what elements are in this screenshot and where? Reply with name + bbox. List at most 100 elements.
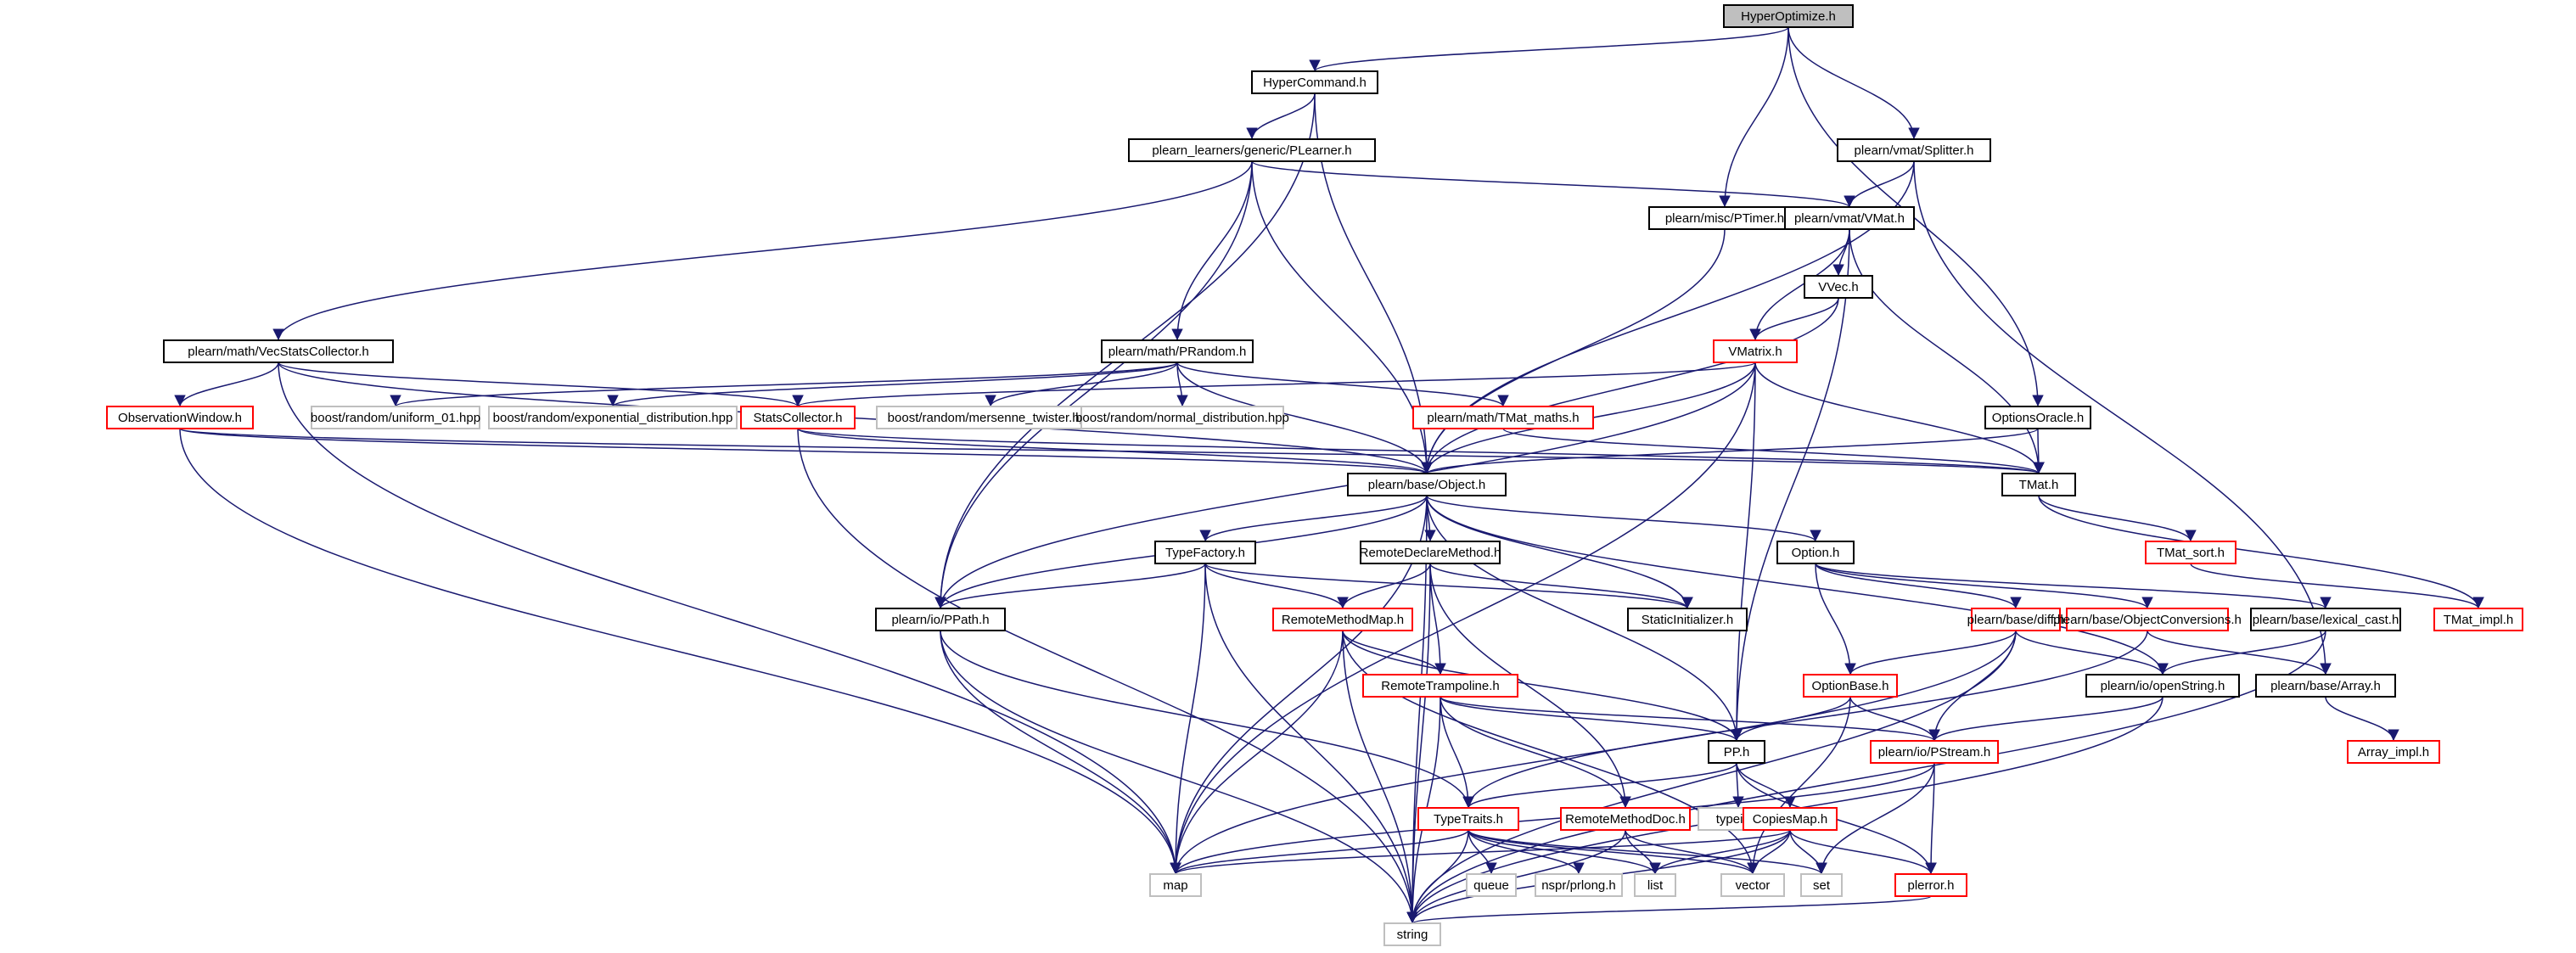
node-option[interactable]: Option.h bbox=[1776, 541, 1855, 564]
node-box bbox=[1634, 873, 1676, 897]
node-label: plearn/vmat/Splitter.h bbox=[1855, 143, 1974, 158]
node-tmat[interactable]: TMat.h bbox=[2001, 473, 2076, 496]
edge-line bbox=[1406, 829, 1626, 924]
edge-line bbox=[1426, 495, 2169, 676]
node-label: Option.h bbox=[1792, 546, 1840, 560]
node-diff[interactable]: plearn/base/diff.h bbox=[1967, 608, 2065, 631]
edge-line bbox=[2325, 696, 2399, 742]
node-hyperoptimize[interactable]: HyperOptimize.h bbox=[1723, 4, 1854, 28]
edge-typefactory-to-staticinit bbox=[1204, 563, 1693, 609]
edge-copiesmap-to-map bbox=[1170, 829, 1791, 875]
edge-copiesmap-to-vector bbox=[1747, 829, 1791, 875]
edge-openstring-to-pstream bbox=[1928, 696, 2164, 742]
edge-line bbox=[1815, 563, 2332, 609]
edge-line bbox=[1421, 297, 1839, 474]
node-box bbox=[1466, 873, 1517, 897]
edge-statscollector-to-string bbox=[797, 428, 1418, 924]
node-box bbox=[1720, 873, 1785, 897]
node-box bbox=[1154, 541, 1256, 564]
node-set: set bbox=[1800, 873, 1843, 897]
edge-prandom-to-uniform01 bbox=[390, 362, 1178, 407]
edge-ppath-to-map bbox=[940, 630, 1181, 875]
node-staticinit[interactable]: StaticInitializer.h bbox=[1627, 608, 1748, 631]
edge-object-to-option bbox=[1426, 495, 1821, 542]
edge-line bbox=[1747, 829, 1791, 875]
edge-line bbox=[1462, 630, 2148, 809]
node-vvec[interactable]: VVec.h bbox=[1804, 275, 1873, 299]
edge-line bbox=[1719, 26, 1789, 208]
node-vecstats[interactable]: plearn/math/VecStatsCollector.h bbox=[163, 339, 394, 363]
edge-object-to-openstring bbox=[1426, 495, 2169, 676]
node-optionsoracle[interactable]: OptionsOracle.h bbox=[1984, 406, 2091, 429]
node-tmatsort[interactable]: TMat_sort.h bbox=[2145, 541, 2236, 564]
node-splitter[interactable]: plearn/vmat/Splitter.h bbox=[1837, 138, 1991, 162]
edge-option-to-optionbase bbox=[1815, 563, 1856, 676]
node-box bbox=[2085, 674, 2240, 698]
edge-remotetramp-to-pstream bbox=[1440, 696, 1940, 742]
edge-line bbox=[174, 362, 279, 407]
node-object[interactable]: plearn/base/Object.h bbox=[1347, 473, 1507, 496]
edge-ppath-to-string bbox=[940, 630, 1418, 924]
node-box bbox=[1723, 4, 1854, 28]
node-obswin[interactable]: ObservationWindow.h bbox=[106, 406, 254, 429]
node-pp[interactable]: PP.h bbox=[1708, 740, 1765, 764]
edge-line bbox=[2033, 428, 2045, 474]
node-typefactory[interactable]: TypeFactory.h bbox=[1154, 541, 1256, 564]
node-prandom[interactable]: plearn/math/PRandom.h bbox=[1101, 339, 1254, 363]
edge-line bbox=[278, 362, 1181, 875]
node-tmatmaths[interactable]: plearn/math/TMat_maths.h bbox=[1412, 406, 1594, 429]
edge-line bbox=[1176, 362, 1188, 407]
node-openstring[interactable]: plearn/io/openString.h bbox=[2085, 674, 2240, 698]
edge-diff-to-optionbase bbox=[1844, 630, 2017, 676]
edge-vmatrix-to-map bbox=[1170, 362, 1756, 875]
node-statscollector[interactable]: StatsCollector.h bbox=[740, 406, 856, 429]
node-remotetramp[interactable]: RemoteTrampoline.h bbox=[1362, 674, 1518, 698]
node-plerror[interactable]: plerror.h bbox=[1894, 873, 1967, 897]
edge-prandom-to-expdist bbox=[607, 362, 1178, 407]
node-array[interactable]: plearn/base/Array.h bbox=[2255, 674, 2396, 698]
node-box bbox=[1870, 740, 1999, 764]
edge-typetraits-to-set bbox=[1468, 829, 1827, 875]
edge-remotetramp-to-typetraits bbox=[1440, 696, 1474, 809]
node-remotemethoddoc[interactable]: RemoteMethodDoc.h bbox=[1560, 807, 1691, 831]
node-nsprlong: nspr/prlong.h bbox=[1535, 873, 1623, 897]
node-hypercommand[interactable]: HyperCommand.h bbox=[1251, 70, 1378, 94]
node-remotedeclare[interactable]: RemoteDeclareMethod.h bbox=[1360, 541, 1501, 564]
edge-tmat-to-tmatsort bbox=[2038, 495, 2197, 542]
edge-typefactory-to-ppath bbox=[934, 563, 1206, 609]
node-label: StatsCollector.h bbox=[753, 411, 842, 425]
edge-line bbox=[179, 428, 1181, 875]
node-tmatimpl[interactable]: TMat_impl.h bbox=[2433, 608, 2523, 631]
node-lexicalcast[interactable]: plearn/base/lexical_cast.h bbox=[2250, 608, 2401, 631]
node-arrayimpl[interactable]: Array_impl.h bbox=[2347, 740, 2440, 764]
edge-hyperoptimize-to-hypercommand bbox=[1309, 26, 1789, 72]
node-box bbox=[2001, 473, 2076, 496]
node-label: queue bbox=[1473, 878, 1509, 893]
edge-plearner-to-vmat bbox=[1251, 160, 1855, 208]
edge-plearner-to-vecstats bbox=[272, 160, 1253, 341]
node-plearner[interactable]: plearn_learners/generic/PLearner.h bbox=[1128, 138, 1376, 162]
edge-line bbox=[390, 362, 1178, 407]
node-typetraits[interactable]: TypeTraits.h bbox=[1417, 807, 1519, 831]
node-vmatrix[interactable]: VMatrix.h bbox=[1713, 339, 1798, 363]
edge-line bbox=[1171, 160, 1253, 341]
node-box bbox=[311, 406, 480, 429]
node-ptimer[interactable]: plearn/misc/PTimer.h bbox=[1648, 206, 1801, 230]
node-optionbase[interactable]: OptionBase.h bbox=[1803, 674, 1898, 698]
node-copiesmap[interactable]: CopiesMap.h bbox=[1743, 807, 1838, 831]
node-remotemethodmap[interactable]: RemoteMethodMap.h bbox=[1272, 608, 1413, 631]
edge-line bbox=[1731, 362, 1756, 742]
edge-line bbox=[1749, 297, 1839, 341]
node-pstream[interactable]: plearn/io/PStream.h bbox=[1870, 740, 1999, 764]
node-box bbox=[1149, 873, 1202, 897]
edge-line bbox=[1928, 696, 2164, 742]
node-objconv[interactable]: plearn/base/ObjectConversions.h bbox=[2053, 608, 2242, 631]
edge-typetraits-to-vector bbox=[1468, 829, 1759, 875]
node-ppath[interactable]: plearn/io/PPath.h bbox=[875, 608, 1006, 631]
edge-line bbox=[1170, 762, 1935, 875]
edge-typetraits-to-nsprlong bbox=[1468, 829, 1585, 875]
node-vmat[interactable]: plearn/vmat/VMat.h bbox=[1784, 206, 1915, 230]
edge-prandom-to-normaldist bbox=[1176, 362, 1188, 407]
edge-option-to-diff bbox=[1815, 563, 2022, 609]
node-label: HyperOptimize.h bbox=[1741, 9, 1836, 24]
